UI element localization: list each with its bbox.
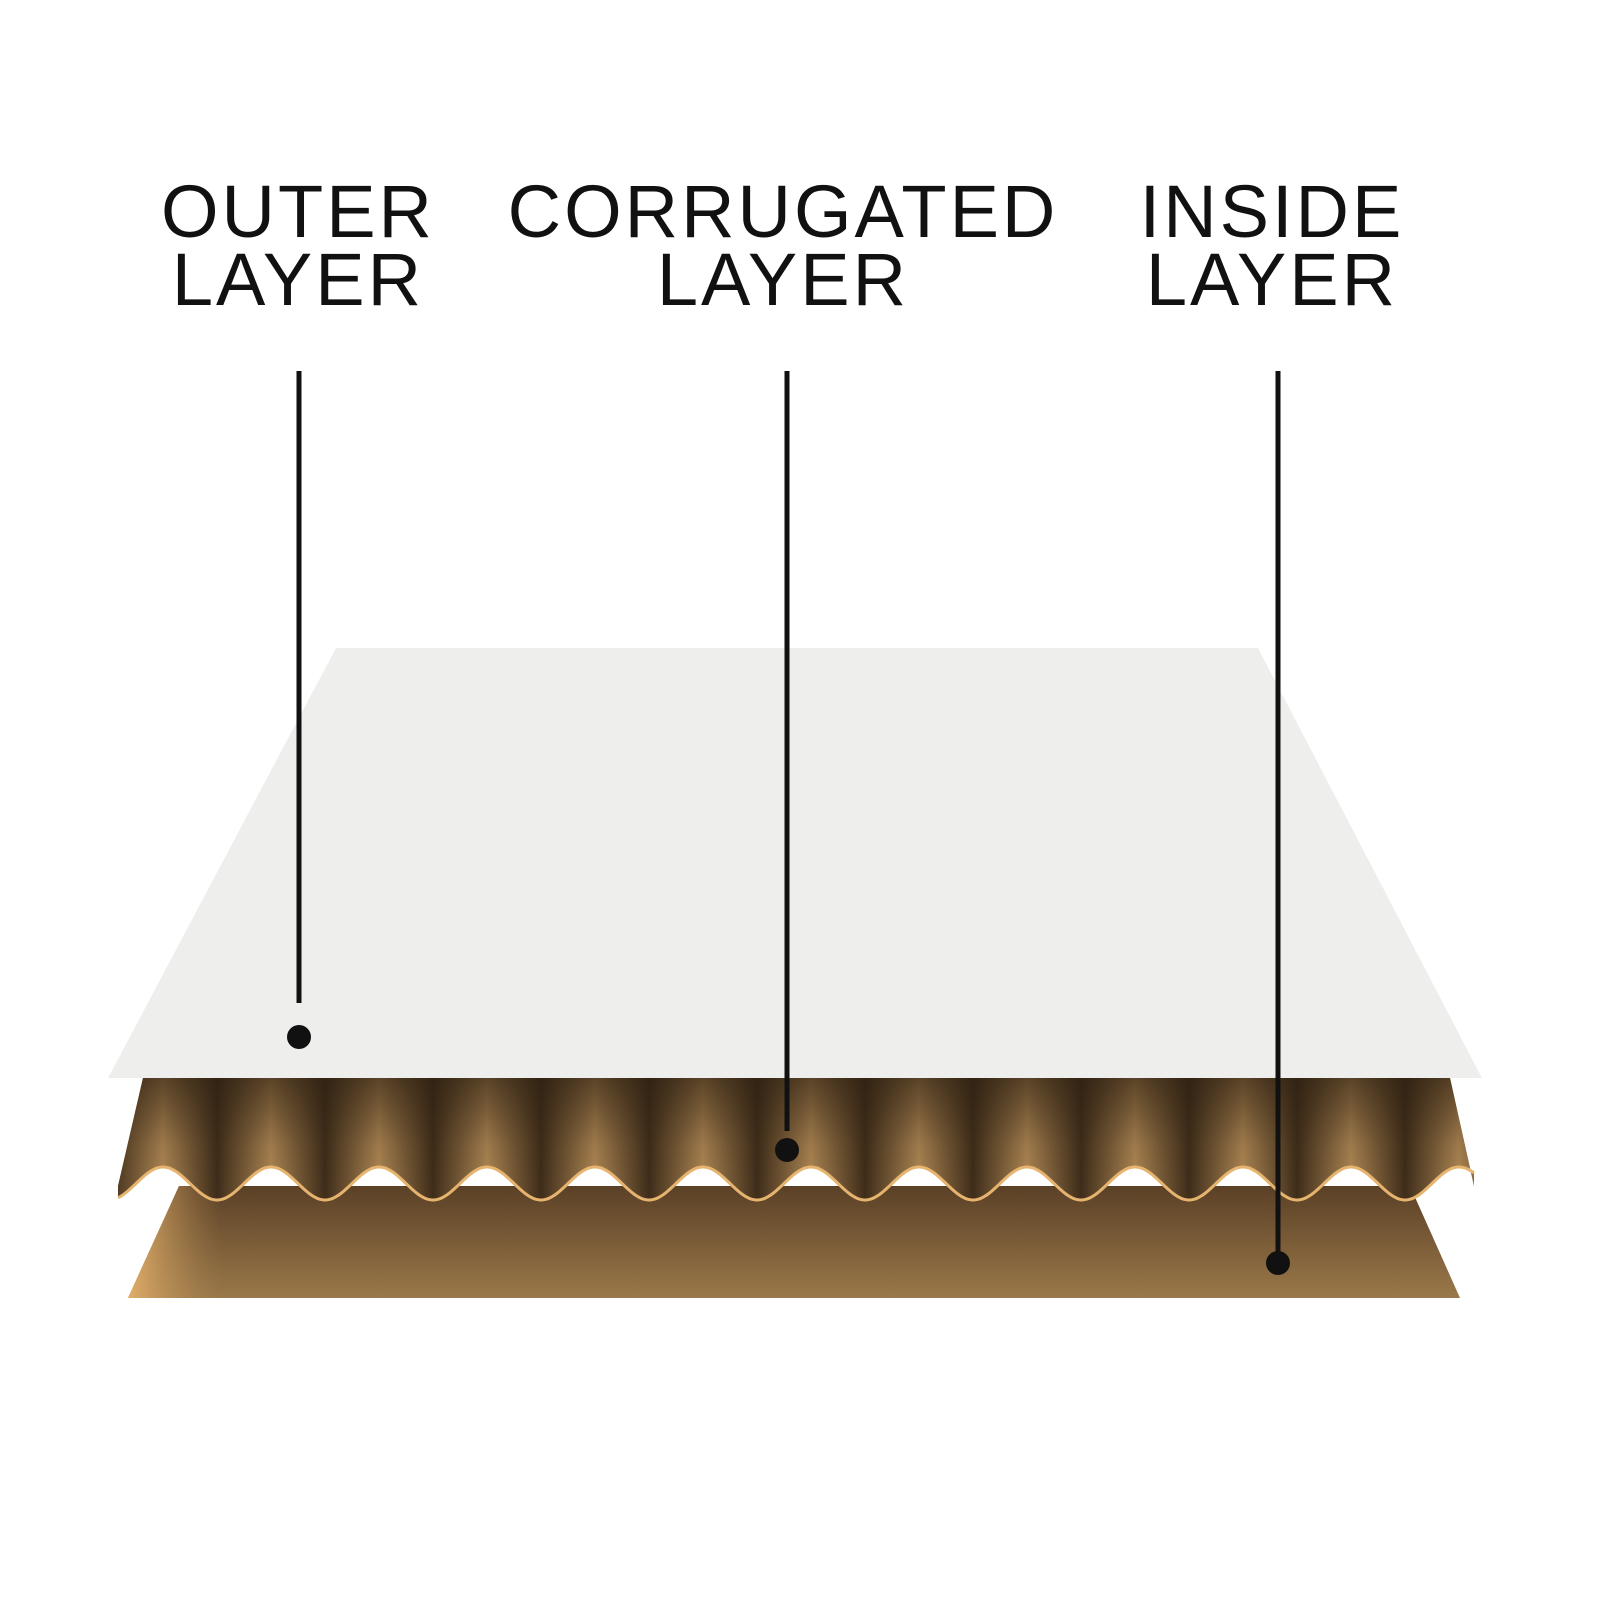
inside-layer-label-line2: LAYER [1145, 238, 1399, 321]
outer-layer-sheet [108, 648, 1482, 1078]
inside-layer-label-line1: INSIDE [1139, 170, 1405, 253]
inside-layer-sheet [128, 1186, 1460, 1298]
corrugated-layer-label-line1: CORRUGATED [507, 170, 1059, 253]
inside-layer-marker-dot [1266, 1251, 1290, 1275]
corrugated-layer-marker-dot [775, 1138, 799, 1162]
corrugated-layer-label-line2: LAYER [656, 238, 910, 321]
outer-layer-label-line2: LAYER [171, 238, 425, 321]
outer-layer-marker-dot [287, 1025, 311, 1049]
outer-layer-label: OUTER LAYER [161, 170, 435, 321]
outer-layer-label-line1: OUTER [161, 170, 435, 253]
corrugated-layer-label: CORRUGATED LAYER [507, 170, 1059, 321]
inside-layer-label: INSIDE LAYER [1139, 170, 1405, 321]
corrugated-layer-sheet [117, 1078, 1475, 1202]
